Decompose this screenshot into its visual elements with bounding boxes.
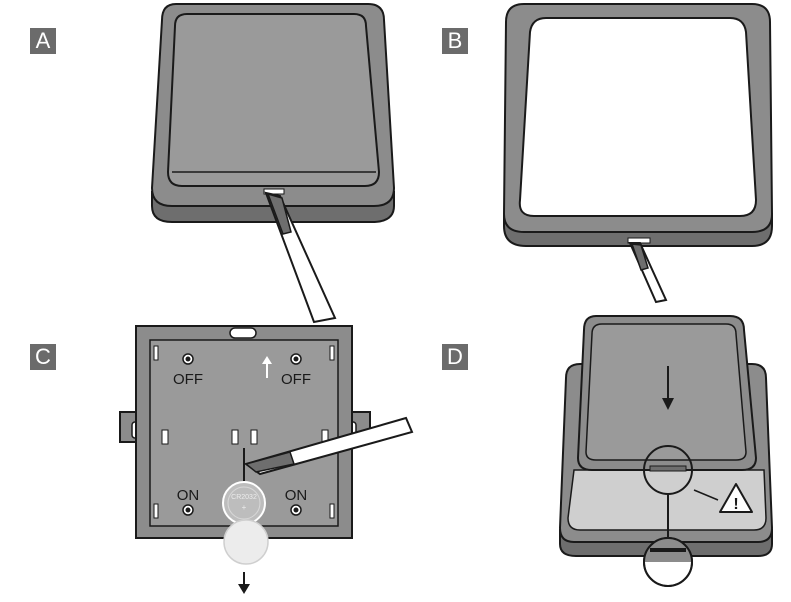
panel-b-screwdriver [628,242,668,304]
arrow-down-icon-c [238,572,250,594]
panel-c-base [119,325,371,539]
panel-label-b: B [442,28,468,54]
arrow-down-icon-d [662,366,674,410]
battery-type-label: CR2032 [231,494,257,501]
warning-symbol: ! [733,496,738,513]
panel-b-frame [502,3,774,247]
panel-label-c: C [30,344,56,370]
panel-a-screwdriver [264,191,337,324]
switch-label-on-right: ON [285,487,308,504]
panel-label-d: D [442,344,468,370]
panel-c-screwdriver [243,416,414,476]
warning-triangle-icon [719,483,753,513]
panel-a-switch [150,3,396,223]
switch-label-off-left: OFF [173,371,203,388]
panel-label-a: A [30,28,56,54]
switch-label-on-left: ON [177,487,200,504]
switch-label-off-right: OFF [281,371,311,388]
warning-pointer-line [693,489,719,501]
battery-polarity-label: + [242,503,247,512]
detail-magnifier-bottom [643,537,693,587]
removed-battery [223,519,269,565]
